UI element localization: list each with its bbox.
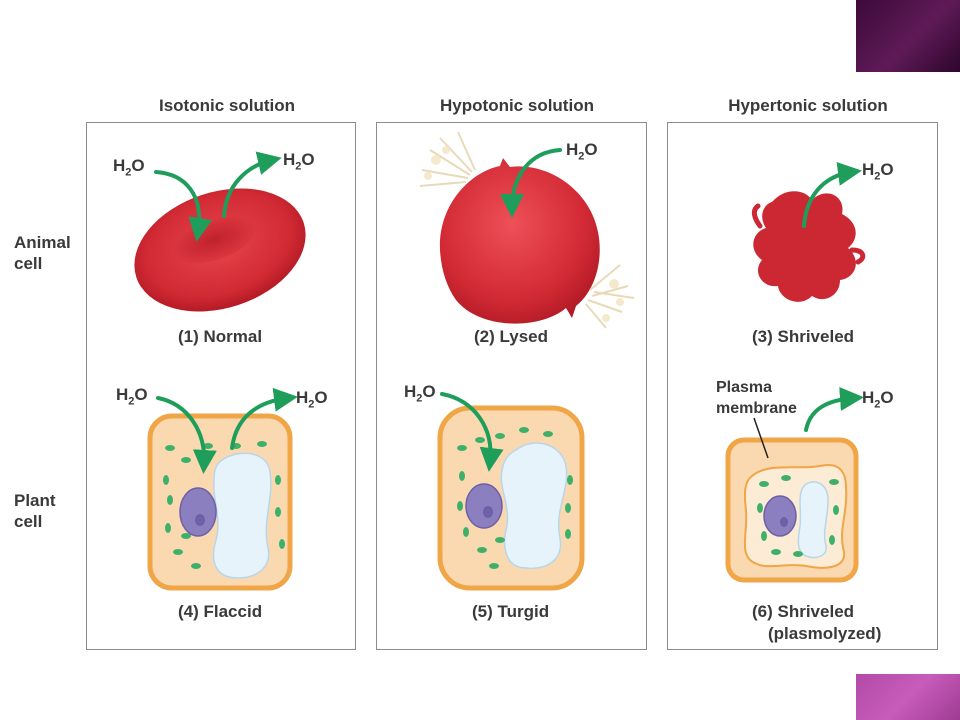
water-label: H2O (566, 140, 598, 163)
turgid-plant-cell (437, 405, 585, 591)
plasmolyzed-plant-cell (725, 417, 859, 583)
caption-plasmolyzed: (plasmolyzed) (768, 624, 882, 643)
lysed-red-blood-cell (419, 131, 635, 329)
caption-turgid: (5) Turgid (472, 602, 550, 621)
water-arrows (154, 148, 864, 474)
row-label-animal-cell: Animal cell (14, 233, 71, 273)
decorative-corner-bottom (856, 674, 960, 720)
column-title-isotonic: Isotonic solution (159, 96, 295, 115)
plasma-membrane-label: Plasma membrane (716, 379, 797, 417)
caption-flaccid: (4) Flaccid (178, 602, 263, 621)
caption-lysed: (2) Lysed (474, 327, 549, 346)
water-label: H2O (404, 382, 436, 405)
water-label: H2O (862, 388, 894, 411)
water-label: H2O (296, 388, 328, 411)
shriveled-red-blood-cell (751, 191, 866, 302)
water-label: H2O (116, 385, 148, 408)
water-label: H2O (283, 150, 315, 173)
flaccid-plant-cell (147, 413, 293, 591)
caption-normal: (1) Normal (178, 327, 263, 346)
decorative-corner-top (856, 0, 960, 72)
water-label: H2O (862, 160, 894, 183)
column-title-hypotonic: Hypotonic solution (440, 96, 594, 115)
normal-red-blood-cell (134, 188, 306, 312)
column-title-hypertonic: Hypertonic solution (728, 96, 888, 115)
caption-shriveled-animal: (3) Shriveled (752, 327, 855, 346)
caption-shriveled-plant: (6) Shriveled (752, 602, 855, 621)
row-label-plant-cell: Plant cell (14, 491, 56, 531)
water-label: H2O (113, 156, 145, 179)
